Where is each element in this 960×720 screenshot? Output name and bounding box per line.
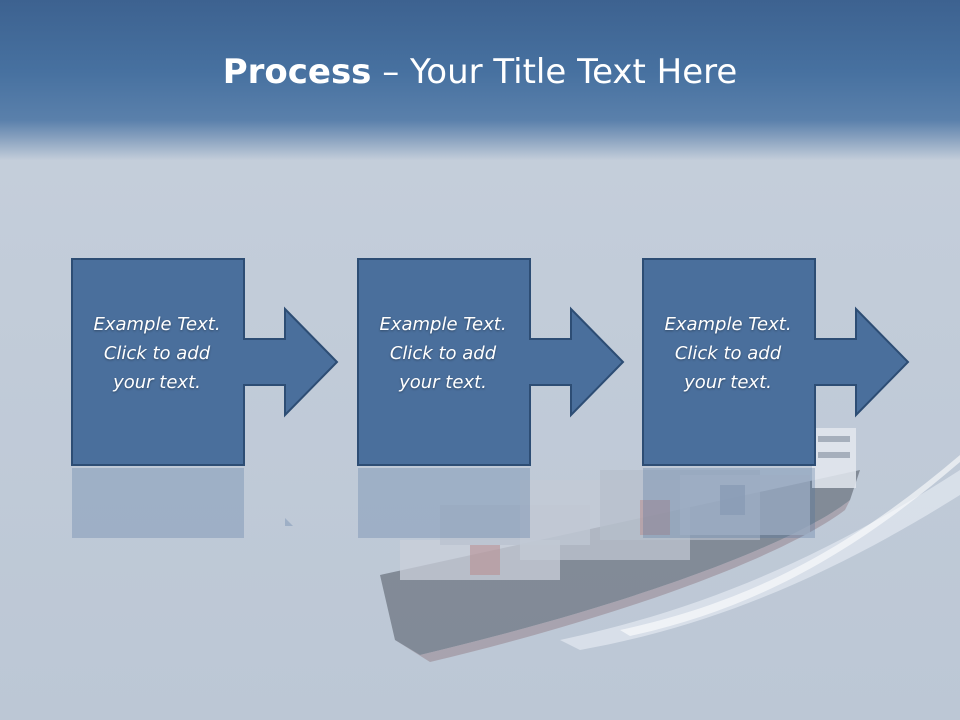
slide-title[interactable]: Process – Your Title Text Here bbox=[0, 52, 960, 92]
process-step-2[interactable]: Example Text. Click to add your text. bbox=[357, 258, 629, 468]
title-bold-text: Process bbox=[222, 52, 372, 92]
step-1-text[interactable]: Example Text. Click to add your text. bbox=[93, 314, 221, 393]
step-arrow-shape bbox=[642, 258, 910, 466]
process-step-1[interactable]: Example Text. Click to add your text. bbox=[71, 258, 343, 468]
step-2-text[interactable]: Example Text. Click to add your text. bbox=[379, 314, 507, 393]
title-rest-text: – Your Title Text Here bbox=[371, 52, 738, 92]
step-1-reflection bbox=[71, 468, 343, 538]
step-2-reflection bbox=[357, 468, 629, 538]
header-band bbox=[0, 0, 960, 160]
step-arrow-shape bbox=[71, 258, 339, 466]
process-step-3[interactable]: Example Text. Click to add your text. bbox=[642, 258, 914, 468]
step-3-reflection bbox=[642, 468, 914, 538]
step-3-text[interactable]: Example Text. Click to add your text. bbox=[664, 314, 792, 393]
step-arrow-shape bbox=[357, 258, 625, 466]
